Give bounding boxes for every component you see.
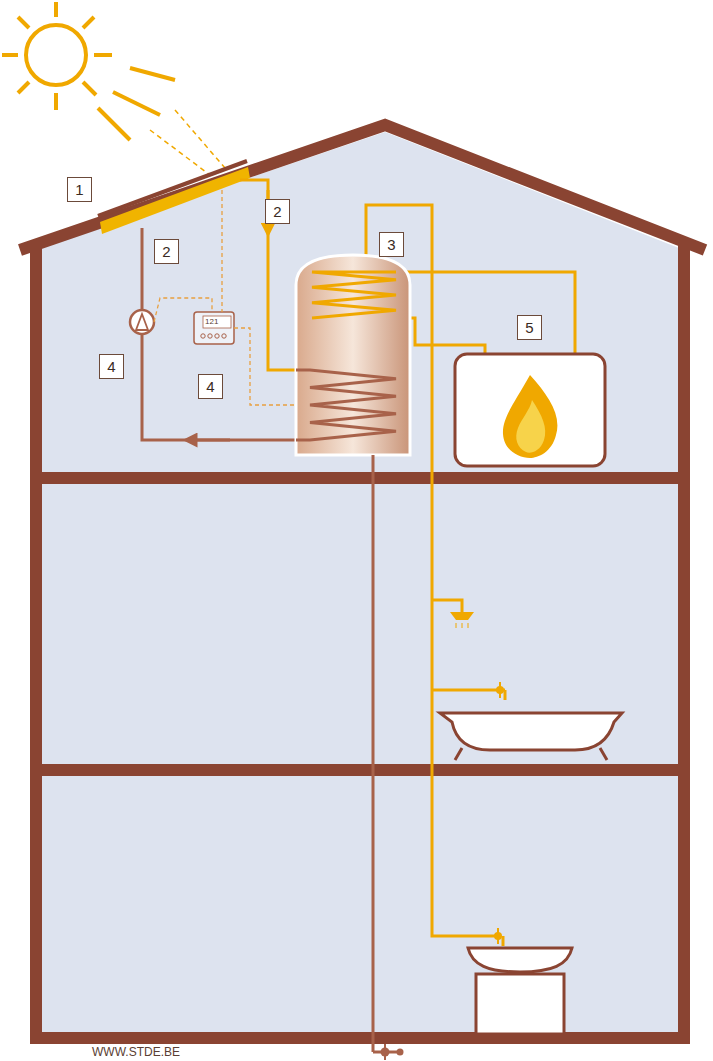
callout-number: 1	[75, 182, 83, 197]
solar-collector	[98, 161, 250, 234]
callout-box: 1	[67, 177, 92, 202]
solar-pipes	[142, 180, 296, 440]
solar-coil	[296, 370, 396, 440]
sun	[2, 2, 175, 140]
website-watermark: WWW.STDE.BE	[92, 1046, 180, 1058]
sun-rays	[150, 110, 225, 175]
callout-number: 3	[387, 237, 395, 252]
callout-number: 2	[162, 244, 170, 259]
control-wires	[154, 190, 296, 405]
controller	[194, 312, 234, 344]
controller-display: 121	[205, 318, 218, 326]
shower-head	[450, 612, 474, 628]
callout-number: 2	[273, 204, 281, 219]
callout-box: 3	[379, 232, 404, 257]
house-shell	[20, 125, 705, 1042]
washbasin	[468, 928, 572, 1034]
pump-symbol	[130, 310, 154, 334]
cold-water-pipe	[372, 455, 375, 1052]
bathtub	[440, 682, 622, 760]
boiler	[455, 354, 605, 466]
house-interior	[36, 132, 684, 1038]
callout-box: 4	[99, 354, 124, 379]
callout-box: 4	[198, 374, 223, 399]
callout-box: 2	[154, 239, 179, 264]
callout-box: 2	[265, 199, 290, 224]
callout-box: 5	[517, 315, 542, 340]
callout-number: 4	[206, 379, 214, 394]
storage-tank	[296, 255, 410, 455]
boiler-coil	[312, 272, 396, 318]
inlet-valve	[373, 1044, 404, 1060]
callout-number: 5	[525, 320, 533, 335]
callout-number: 4	[107, 359, 115, 374]
